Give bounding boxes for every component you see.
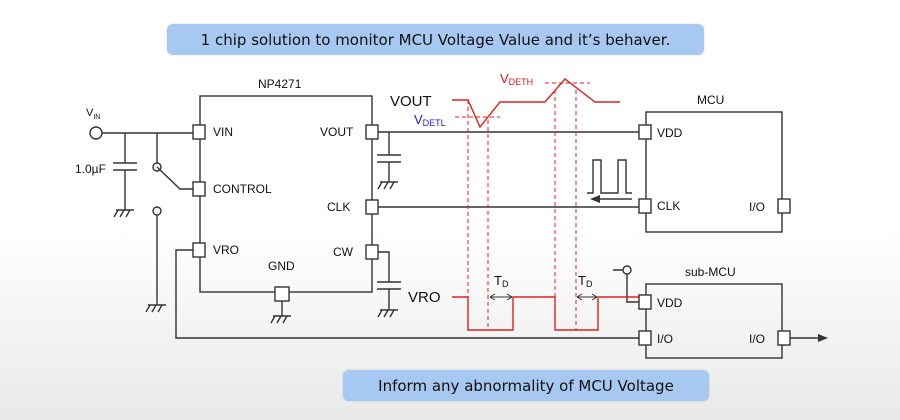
- switch-contact-top: [152, 162, 162, 172]
- ground-icon: [377, 181, 398, 190]
- submcu-vdd-wire: [613, 269, 639, 303]
- cw-capacitor: [377, 251, 401, 310]
- vdeth-label: VDETH: [500, 71, 533, 87]
- submcu-name-label: sub-MCU: [685, 265, 736, 279]
- chip-pin-vout-label: VOUT: [320, 125, 354, 139]
- mcu-pin-io: [777, 198, 791, 214]
- submcu-pin-io-left: [638, 330, 652, 346]
- sub-mcu-box: [645, 283, 783, 359]
- submcu-io-left-label: I/O: [657, 332, 673, 346]
- mcu-io-label: I/O: [749, 200, 765, 214]
- output-capacitor: [377, 132, 401, 182]
- submcu-io-right-label: I/O: [749, 332, 765, 346]
- mcu-pin-vdd: [638, 124, 652, 140]
- clk-arrow-icon: [590, 195, 600, 203]
- mcu-pin-clk: [638, 198, 652, 214]
- chip-pin-cw-label: CW: [333, 245, 354, 259]
- vin-terminal: [89, 126, 103, 140]
- timing-guides: [455, 82, 590, 330]
- bottom-caption-banner: Inform any abnormality of MCU Voltage: [343, 370, 709, 401]
- chip-name-label: NP4271: [258, 77, 302, 91]
- input-capacitor: [113, 133, 137, 210]
- ground-icon: [145, 304, 166, 313]
- pin-vro: [192, 242, 206, 258]
- pin-vin: [192, 124, 206, 140]
- submcu-pin-io-right: [777, 330, 791, 346]
- pin-clk: [365, 199, 379, 215]
- submcu-pin-vdd: [638, 294, 652, 310]
- pin-cw: [365, 244, 379, 260]
- vro-wire: [175, 249, 639, 339]
- pin-vout: [365, 124, 379, 140]
- vro-waveform: [452, 296, 640, 331]
- vro-waveform-label: VRO: [408, 289, 441, 306]
- ground-icon: [113, 209, 134, 218]
- bottom-caption-text: Inform any abnormality of MCU Voltage: [378, 376, 674, 395]
- top-caption-text: 1 chip solution to monitor MCU Voltage V…: [200, 30, 671, 49]
- td2-label: TD: [578, 273, 593, 289]
- switch-contact-bottom: [152, 206, 162, 216]
- mcu-name-label: MCU: [697, 93, 724, 107]
- td1-label: TD: [494, 273, 509, 289]
- mcu-vdd-label: VDD: [657, 126, 683, 140]
- pin-control: [192, 181, 206, 197]
- submcu-supply-terminal: [622, 265, 632, 275]
- vout-waveform: [452, 78, 620, 129]
- input-cap-value-label: 1.0µF: [75, 162, 106, 176]
- chip-pin-vin-label: VIN: [213, 125, 233, 139]
- submcu-vdd-label: VDD: [657, 296, 683, 310]
- chip-pin-control-label: CONTROL: [213, 182, 272, 196]
- chip-pin-clk-label: CLK: [327, 200, 350, 214]
- clock-pulse-waveform: [587, 159, 632, 194]
- switch-lever: [156, 166, 193, 190]
- vin-label: VIN: [86, 107, 100, 121]
- mcu-clk-label: CLK: [657, 199, 680, 213]
- chip-pin-vro-label: VRO: [213, 243, 239, 257]
- output-arrow-icon: [818, 334, 828, 342]
- vout-waveform-label: VOUT: [390, 93, 432, 110]
- ground-icon: [270, 315, 291, 324]
- top-caption-banner: 1 chip solution to monitor MCU Voltage V…: [167, 24, 704, 55]
- vdetl-label: VDETL: [414, 112, 446, 128]
- pin-gnd: [274, 286, 290, 302]
- chip-pin-gnd-label: GND: [268, 259, 295, 273]
- mcu-box: [645, 111, 783, 233]
- ground-icon: [377, 309, 398, 318]
